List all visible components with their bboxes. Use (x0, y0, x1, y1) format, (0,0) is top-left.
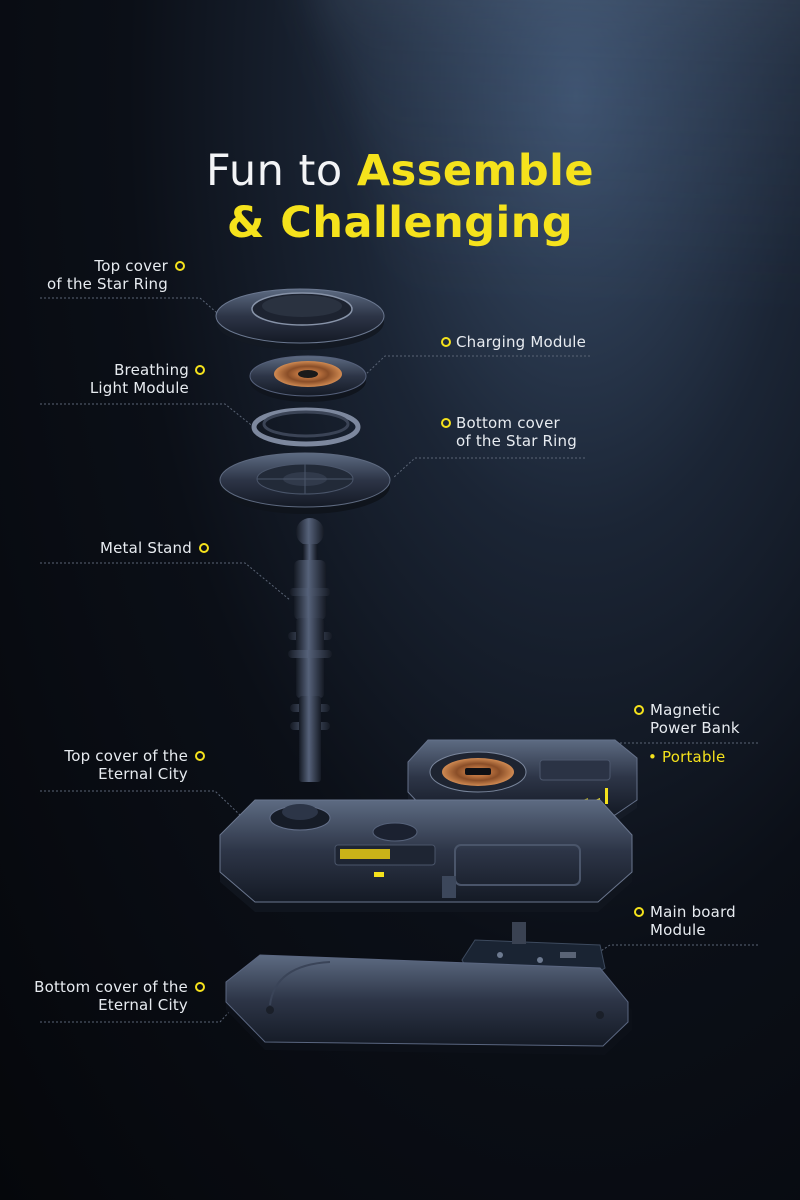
label-line: Eternal City (98, 996, 188, 1014)
headline-yellow-text-2: & Challenging (226, 198, 574, 248)
label-breathing-light-module: Breathing Light Module (90, 361, 189, 397)
label-line: Metal Stand (99, 539, 192, 557)
label-bottom-cover-star-ring: Bottom cover of the Star Ring (456, 414, 577, 450)
label-line: Breathing (114, 361, 189, 379)
label-charging-module: Charging Module (456, 333, 586, 351)
leader-top-cover-star-ring (40, 297, 226, 321)
leader-breathing-light (40, 403, 256, 429)
ring-bullet-icon (634, 705, 644, 715)
leader-metal-stand (40, 562, 291, 601)
leader-bottom-cover-star-ring (392, 457, 585, 479)
ring-bullet-icon (195, 982, 205, 992)
label-line: Bottom cover (456, 414, 560, 432)
label-line: Eternal City (98, 765, 188, 783)
label-line: Bottom cover of the (34, 978, 188, 996)
label-magnetic-power-bank: Magnetic Power Bank (650, 701, 740, 737)
label-bottom-cover-eternal-city: Bottom cover of the Eternal City (34, 978, 188, 1014)
leader-bottom-cover-eternal-city (40, 999, 241, 1023)
leader-main-board (589, 944, 758, 959)
magnetic-power-bank-part (407, 739, 638, 823)
label-top-cover-star-ring: Top cover of the Star Ring (47, 257, 168, 293)
ring-bullet-icon (199, 543, 209, 553)
leader-top-cover-eternal-city (40, 790, 241, 816)
label-metal-stand: Metal Stand (100, 539, 192, 557)
headline-line-1: Fun to Assemble (0, 144, 800, 199)
label-portable-note: • Portable (648, 748, 726, 766)
ring-bullet-icon (195, 365, 205, 375)
label-line: of the Star Ring (456, 432, 577, 450)
label-main-board-module: Main board Module (650, 903, 736, 939)
label-line: Main board (650, 903, 736, 921)
ring-bullet-icon (175, 261, 185, 271)
ring-bullet-icon (634, 907, 644, 917)
headline-yellow-text: Assemble (356, 146, 595, 196)
label-line: Module (650, 921, 706, 939)
headline-line-2: & Challenging (0, 196, 800, 251)
label-line: Magnetic (650, 701, 721, 719)
eternal-city-top-cover-part (219, 799, 633, 912)
ring-bullet-icon (441, 337, 451, 347)
star-ring-bottom-cover-part (219, 452, 391, 514)
label-line: Light Module (89, 379, 189, 397)
label-line: Power Bank (650, 719, 740, 737)
star-ring-top-cover-part (215, 288, 385, 350)
metal-stand-part (288, 518, 332, 782)
eternal-city-bottom-cover-part (225, 954, 632, 1055)
ring-bullet-icon (195, 751, 205, 761)
leader-charging-module (364, 355, 590, 376)
label-line: Top cover (94, 257, 168, 275)
headline-white-text: Fun to (205, 146, 357, 196)
ring-bullet-icon (441, 418, 451, 428)
breathing-light-module-part (251, 407, 361, 447)
label-line: Top cover of the (64, 747, 188, 765)
label-top-cover-eternal-city: Top cover of the Eternal City (64, 747, 188, 783)
label-line: Charging Module (456, 333, 587, 351)
label-line: of the Star Ring (47, 275, 168, 293)
charging-module-part (249, 355, 367, 402)
